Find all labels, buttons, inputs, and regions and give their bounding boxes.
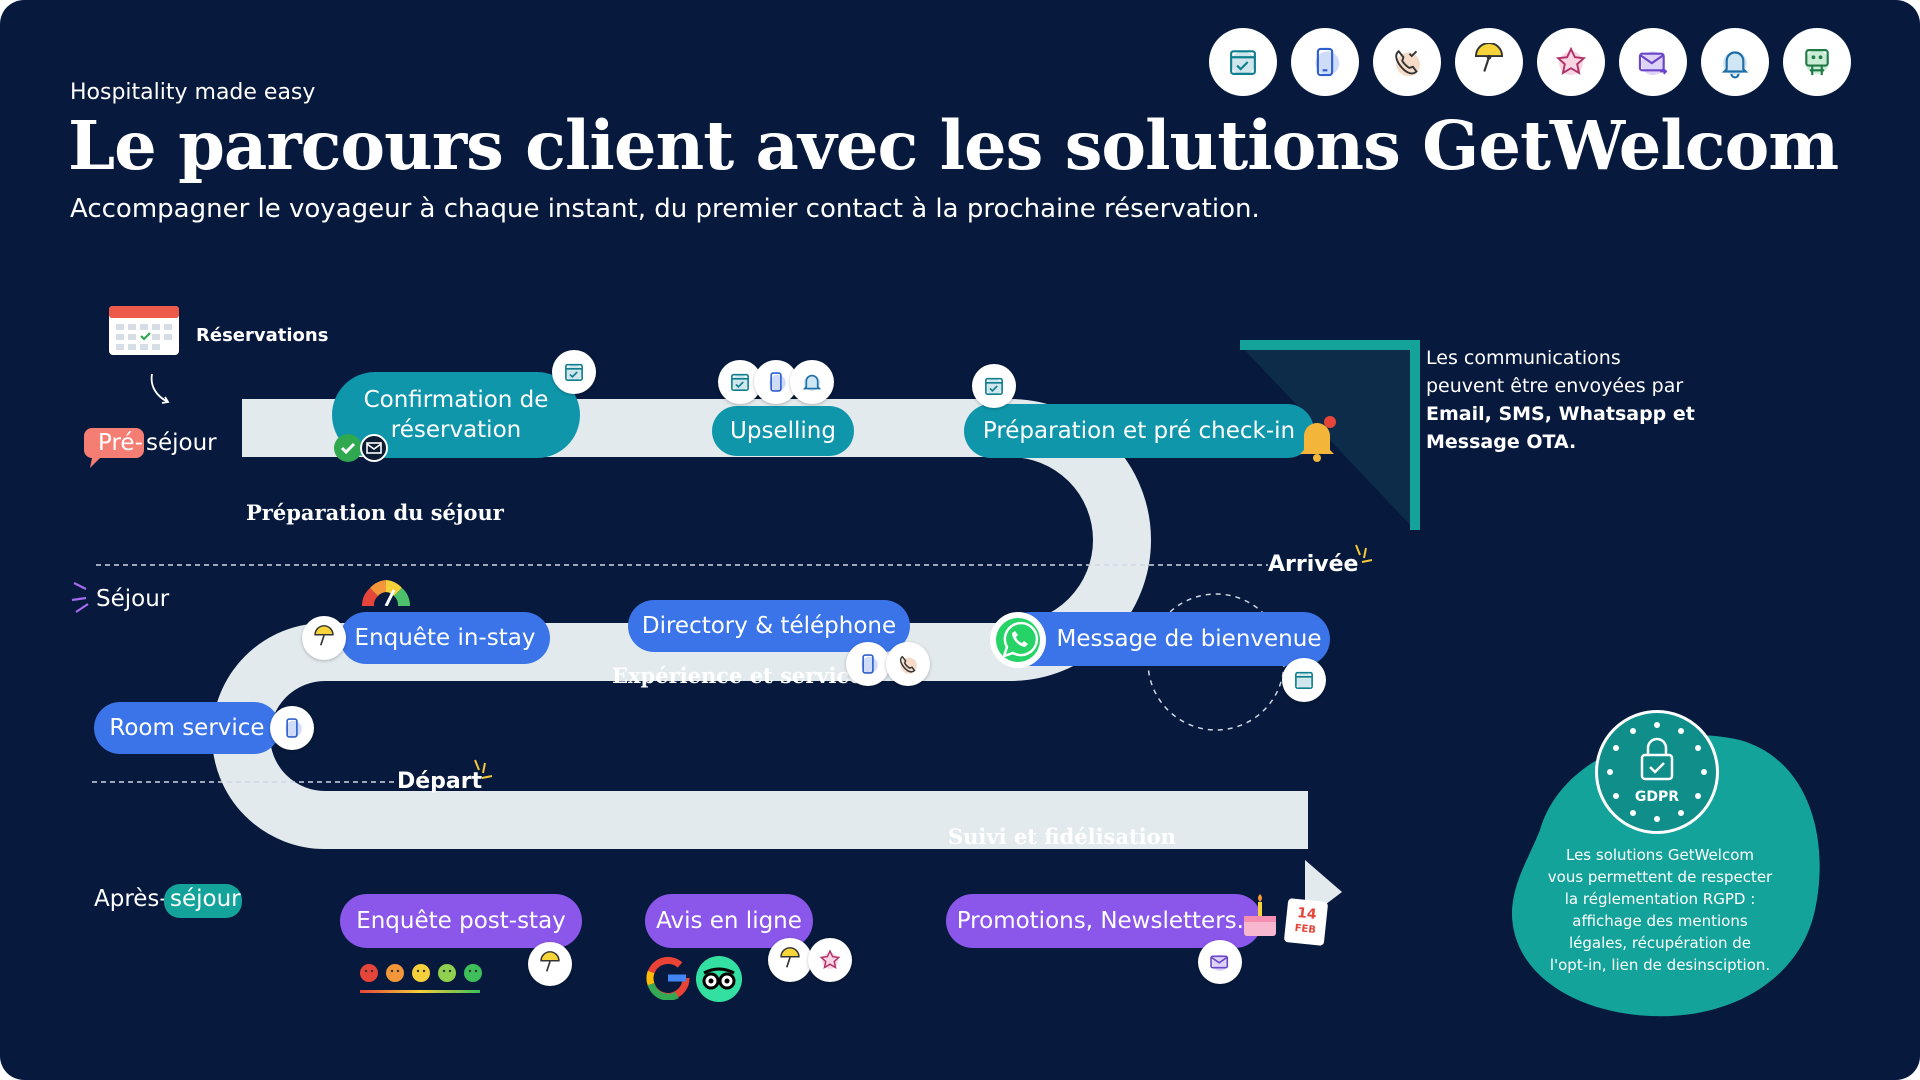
step-confirmation-line1: Confirmation de (363, 387, 549, 413)
call-icon (886, 642, 930, 686)
survey-icon (1455, 28, 1523, 96)
gdpr-line: l'opt-in, lien de desinsciption. (1549, 956, 1771, 974)
phase-apres-prefix: Après- (94, 886, 168, 912)
phone-icon (270, 706, 314, 750)
communications-line1: Les communications (1426, 347, 1621, 369)
calendar-icon (552, 350, 596, 394)
step-bienvenue-label: Message de bienvenue (1056, 626, 1322, 652)
phase-pre-prefix: Pré- (98, 430, 143, 456)
step-precheckin: Préparation et pré check-in (964, 404, 1314, 458)
communications-note: Les communications peuvent être envoyées… (1426, 344, 1695, 456)
gdpr-line: Les solutions GetWelcom (1565, 846, 1754, 864)
survey-icon (302, 616, 346, 660)
phone-icon (846, 642, 890, 686)
step-precheckin-label: Préparation et pré check-in (982, 418, 1296, 444)
calendar-icon (1282, 658, 1326, 702)
mail-badge-icon (360, 434, 388, 462)
marker-arrivee: Arrivée (1268, 552, 1359, 577)
survey-icon (768, 938, 812, 982)
star-icon (1537, 28, 1605, 96)
step-bienvenue: Message de bienvenue (1004, 612, 1330, 666)
bell-icon (1701, 28, 1769, 96)
gdpr-badge-label: GDPR (1634, 789, 1680, 805)
step-enquete-poststay-label: Enquête post-stay (356, 908, 566, 934)
survey-icon (528, 942, 572, 986)
marker-depart: Départ (397, 769, 483, 794)
phase-sejour: Séjour (96, 586, 170, 612)
curved-arrow-icon (150, 373, 170, 404)
reservations-calendar-icon (108, 302, 180, 356)
step-avis-label: Avis en ligne (656, 908, 802, 934)
phase-pre-sejour: séjour (146, 430, 217, 456)
google-logo-icon (646, 956, 690, 1005)
phase-apres-sejour: séjour (170, 886, 241, 912)
step-promotions-label: Promotions, Newsletters.. (956, 908, 1252, 934)
gdpr-badge: GDPR (1595, 710, 1719, 834)
step-room-service-label: Room service (109, 715, 265, 741)
communications-line3: Email, SMS, Whatsapp et (1426, 403, 1695, 425)
page-subtitle: Accompagner le voyageur à chaque instant… (70, 194, 1260, 224)
notification-bell-icon (1296, 412, 1338, 469)
step-enquete-poststay: Enquête post-stay (340, 894, 582, 948)
bell-icon (790, 360, 834, 404)
reservations-label: Réservations (196, 325, 329, 346)
tripadvisor-logo-icon (696, 956, 742, 1002)
whatsapp-icon (990, 612, 1046, 668)
step-room-service: Room service (94, 702, 280, 754)
section-experience: Expérience et services (612, 663, 875, 688)
email-icon (1198, 940, 1242, 984)
step-confirmation-line2: réservation (390, 417, 522, 443)
cake-icon (1240, 892, 1280, 945)
section-suivi: Suivi et fidélisation (948, 824, 1176, 849)
step-directory-label: Directory & téléphone (641, 613, 897, 639)
step-upselling-label: Upselling (730, 418, 836, 444)
check-badge-icon (334, 434, 362, 462)
tagline: Hospitality made easy (70, 80, 316, 105)
calendar-icon (972, 364, 1016, 408)
call-icon (1373, 28, 1441, 96)
communications-line2: peuvent être envoyées par (1426, 375, 1684, 397)
gdpr-text: Les solutions GetWelcom vous permettent … (1520, 844, 1800, 976)
gauge-icon (358, 576, 414, 611)
gdpr-line: légales, récupération de (1568, 934, 1752, 952)
phone-icon (1291, 28, 1359, 96)
step-enquete-instay-label: Enquête in-stay (354, 625, 536, 651)
step-upselling: Upselling (712, 406, 854, 456)
date-calendar-day: 14 (1296, 905, 1318, 924)
communications-line4: Message OTA. (1426, 431, 1577, 453)
gdpr-line: vous permettent de respecter (1547, 868, 1773, 886)
page-title: Le parcours client avec les solutions Ge… (68, 106, 1839, 185)
smiley-rating-icons (358, 962, 488, 1003)
calendar-icon (1209, 28, 1277, 96)
date-calendar-icon: 14 FEB (1283, 898, 1329, 946)
apres-sejour-highlight (164, 884, 242, 918)
pre-sejour-bubble (82, 424, 144, 477)
date-calendar-month: FEB (1294, 922, 1317, 937)
step-enquete-instay: Enquête in-stay (340, 612, 550, 664)
email-icon (1619, 28, 1687, 96)
section-preparation: Préparation du séjour (246, 500, 504, 525)
kiosk-icon (1783, 28, 1851, 96)
gdpr-blob (1511, 734, 1820, 1017)
step-promotions: Promotions, Newsletters.. (946, 894, 1262, 948)
star-icon (808, 938, 852, 982)
gdpr-line: affichage des mentions (1572, 912, 1748, 930)
gdpr-line: la réglementation RGPD : (1564, 890, 1756, 908)
